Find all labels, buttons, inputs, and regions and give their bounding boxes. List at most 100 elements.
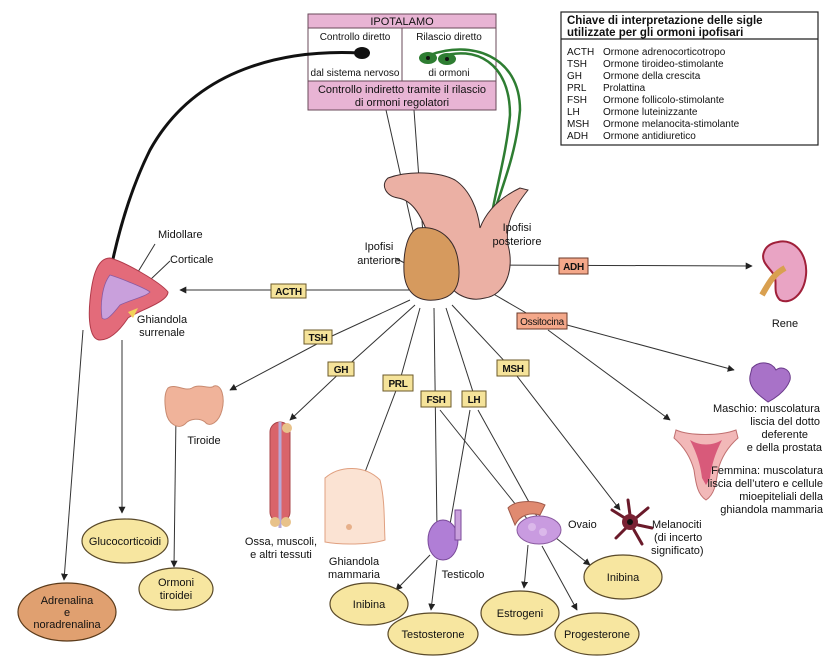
hormone-box-adh: ADH [558,257,589,275]
svg-text:Testosterone: Testosterone [402,629,465,641]
arrow-ovary-estrogens [521,544,529,589]
oval-estrogens: Estrogeni [480,590,560,636]
product-ovals: Glucocorticoidi Ormoni tiroidei Adrenali… [17,518,663,656]
label-mammary-1: Ghiandola [329,556,380,568]
arrow-testis-inhibin [395,554,431,591]
svg-text:LH: LH [468,395,481,406]
oval-glucocorticoids: Glucocorticoidi [81,518,169,564]
direct-control-label: Controllo diretto [320,32,391,43]
label-testis: Testicolo [442,569,485,581]
hormone-box-fsh: FSH [420,390,452,408]
kidney-icon [759,240,808,303]
label-melanocytes-2: (di incerto [654,532,702,544]
adrenal-gland [88,257,169,341]
svg-text:Inibina: Inibina [353,599,386,611]
svg-text:Ormoni: Ormoni [158,577,194,589]
ovary-icon [507,501,562,545]
key-abbreviation: ADH [567,131,588,142]
oval-progesterone: Progesterone [554,612,640,656]
arrow-ovary-inhibin [555,537,591,566]
key-hormone-name: Ormone melanocita-stimolante [603,119,740,130]
melanocyte-icon [610,498,654,546]
label-corticale: Corticale [170,254,213,266]
arrow-ovary-progesterone [541,545,578,611]
key-row: MSH Ormone melanocita-stimolante [567,119,740,130]
svg-text:TSH: TSH [308,333,327,344]
key-hormone-name: Ormone antidiuretico [603,131,696,142]
label-melanocytes-1: Melanociti [652,519,702,531]
label-female-2: liscia dell’utero e cellule [707,478,823,490]
key-hormone-name: Prolattina [603,83,646,94]
label-male-4: e della prostata [747,442,823,454]
key-hormone-name: Ormone follicolo-stimolante [603,95,725,106]
key-title-line2: utilizzate per gli ormoni ipofisari [567,27,743,39]
connector-lines [60,109,753,611]
hormone-box-tsh: TSH [303,329,333,345]
mammary-gland-icon [324,468,386,545]
key-abbreviation: MSH [567,119,589,130]
pituitary-gland [383,172,529,301]
posterior-pituitary [383,172,529,300]
svg-text:tiroidei: tiroidei [160,590,192,602]
arrow-adh-kidney [484,262,753,270]
label-mammary-2: mammaria [328,569,381,581]
svg-text:Adrenalina: Adrenalina [41,595,94,607]
label-bones-2: e altri tessuti [250,549,312,561]
oval-thyroid-hormones: Ormoni tiroidei [138,567,214,611]
arrow-testis-testosterone [428,559,438,611]
thyroid-icon [164,385,224,427]
svg-text:ACTH: ACTH [275,287,302,298]
label-adrenal-1: Ghiandola [137,314,188,326]
line-lh [445,307,475,396]
arrow-medulla-adrenaline [60,329,84,581]
label-male-3: deferente [762,429,808,441]
label-male-1: Maschio: muscolatura [713,403,821,415]
svg-text:FSH: FSH [426,395,445,406]
label-ovary: Ovaio [568,519,597,531]
key-title-line1: Chiave di interpretazione delle sigle [567,15,763,27]
svg-text:Inibina: Inibina [607,572,640,584]
label-bones-1: Ossa, muscoli, [245,536,317,548]
hormone-box-acth: ACTH [270,283,307,299]
testis-icon [427,509,462,561]
leader-corticale [149,260,171,281]
hormone-box-oxytocin: Ossitocina [516,312,568,330]
oval-inhibin-testis: Inibina [329,582,409,626]
arrow-oxytocin-male [566,324,735,372]
svg-text:Ossitocina: Ossitocina [520,317,564,328]
label-female-3: mioepiteliali della [739,491,823,503]
key-hormone-name: Ormone adrenocorticotropo [603,47,726,58]
arrow-fsh-testis [433,307,441,531]
muscle-bone-icon [269,421,292,528]
direct-control-sub: dal sistema nervoso [311,68,400,79]
hypothalamus-title: IPOTALAMO [370,16,434,28]
svg-text:noradrenalina: noradrenalina [33,619,101,631]
key-row: ADH Ormone antidiuretico [567,131,696,142]
oval-adrenaline: Adrenalina e noradrenalina [17,582,117,642]
hormone-boxes: ACTH TSH GH PRL FSH LH MSH ADH [270,257,589,408]
oval-inhibin-ovary: Inibina [583,554,663,600]
label-melanocytes-3: significato) [651,545,704,557]
label-female-4: ghiandola mammaria [720,504,823,516]
anterior-pituitary [403,227,460,301]
arrow-oxytocin-female [547,329,671,421]
label-midollare: Midollare [158,229,203,241]
indirect-control-panel [307,80,497,111]
label-adrenal-2: surrenale [139,327,185,339]
label-kidney: Rene [772,318,798,330]
oval-testosterone: Testosterone [387,612,479,656]
posterior-pituitary-label-2: posteriore [493,236,542,248]
neuron-black-axon [103,51,361,301]
svg-text:e: e [64,607,70,619]
hormone-box-gh: GH [327,361,355,377]
arrow-prl-mammary [360,307,421,481]
adrenal-medulla-shape [100,274,151,320]
indirect-control-line2: di ormoni regolatori [355,97,449,109]
